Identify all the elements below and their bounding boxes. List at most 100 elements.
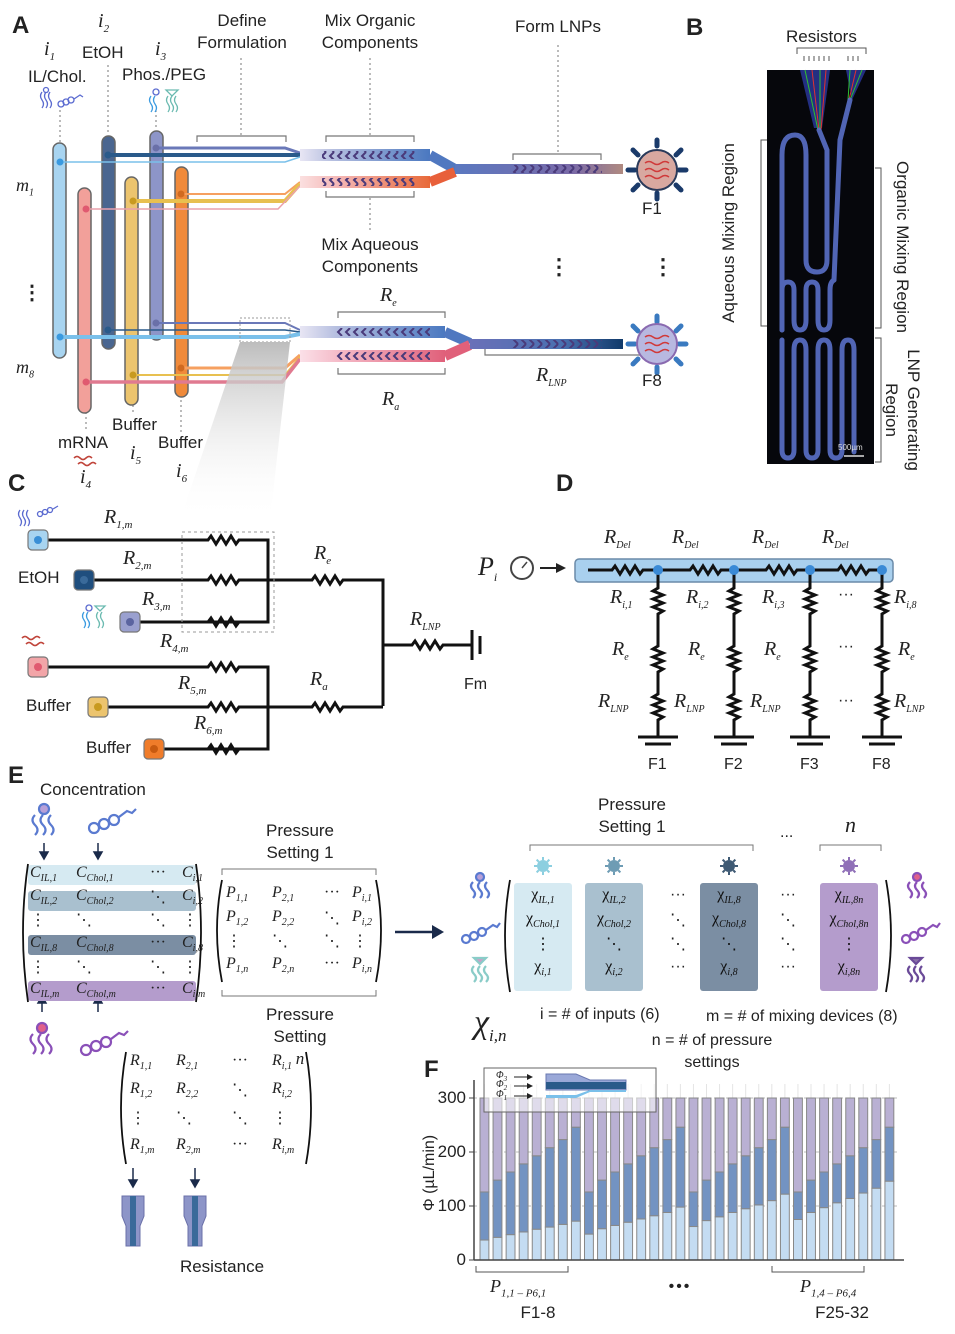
bar-Φ1-F13: [636, 1218, 647, 1261]
label-rdel: RDel: [752, 526, 779, 551]
label-re-d: Re: [764, 638, 781, 663]
label-r5m: R5,m: [178, 672, 207, 697]
pressure-matrix-cell: P1,1: [226, 884, 249, 905]
bar-Φ1-F10: [597, 1228, 607, 1261]
stage-label-form: Form LNPs: [515, 17, 601, 36]
output-label-f8: F8: [872, 756, 891, 773]
definition-n: n = # of pressure settings: [651, 1032, 773, 1071]
bar-Φ2-F14: [649, 1147, 660, 1217]
conc-matrix-cell: CChol,m: [76, 980, 116, 1001]
bar-Φ3-F32: [884, 1097, 895, 1128]
bar-Φ1-F4: [518, 1231, 529, 1261]
chi-column: [585, 883, 643, 991]
input-index-i3: i3: [155, 38, 167, 63]
il-chol-molecule-icon: [39, 86, 84, 109]
chi-column: [820, 883, 878, 991]
bar-Φ1-F8: [570, 1220, 581, 1261]
input-index-i1: i1: [44, 38, 56, 63]
bar-Φ1-F2: [492, 1236, 503, 1261]
input-index-i2: i2: [98, 10, 110, 35]
input-name-il-chol: IL/Chol.: [28, 67, 87, 86]
y-tick-label: 200: [437, 1142, 466, 1161]
ellipsis-d: ···: [838, 638, 854, 655]
label-rlnp: RLNP: [536, 364, 567, 389]
bar-Φ2-F27: [819, 1171, 830, 1209]
bar-Φ3-F20: [727, 1097, 738, 1165]
resistance-matrix-cell: Ri,1: [272, 1052, 293, 1073]
reservoir-phos-peg: [149, 130, 164, 341]
zoom-region-box: [239, 317, 291, 343]
bar-Φ2-F19: [714, 1171, 725, 1218]
bar-Φ3-F15: [662, 1097, 673, 1141]
bar-Φ1-F1: [479, 1239, 490, 1261]
bar-Φ1-F26: [806, 1211, 816, 1261]
conc-matrix-cell: CIL,2: [30, 887, 58, 908]
row-ellipsis: ⋮: [22, 282, 42, 304]
bar-Φ3-F30: [858, 1097, 869, 1149]
conc-matrix-cell: ⋮: [182, 958, 198, 976]
nanoparticle-icon: [843, 860, 855, 872]
pressure-gauge-icon: [510, 556, 534, 580]
bar-Φ2-F24: [779, 1126, 790, 1195]
bar-Φ1-F29: [845, 1197, 856, 1261]
definition-m: m = # of mixing devices (8): [706, 1008, 898, 1025]
label-rdel: RDel: [822, 526, 849, 551]
bar-Φ1-F6: [544, 1226, 555, 1261]
bar-Φ1-F3: [505, 1234, 516, 1261]
label-ri: Ri,2: [686, 586, 709, 611]
reservoir-buffer-1: [124, 176, 139, 406]
bar-Φ1-F11: [610, 1224, 621, 1261]
conc-matrix-cell: CChol,2: [76, 887, 114, 908]
pressure-matrix-cell: ⋱: [324, 933, 340, 950]
chi-ellipsis: ···: [780, 886, 796, 903]
pressure-matrix-cell: ···: [324, 954, 340, 972]
bar-Φ2-F8: [570, 1126, 581, 1222]
resistance-matrix-cell: Ri,m: [272, 1136, 295, 1157]
bar-Φ1-F16: [675, 1206, 686, 1261]
output-label-f8: F8: [642, 371, 662, 390]
bar-Φ2-F23: [766, 1139, 777, 1202]
conc-matrix-cell: ⋮: [182, 912, 198, 930]
pressure-matrix-cell: Pi,n: [352, 954, 373, 975]
bar-Φ3-F16: [675, 1097, 686, 1128]
resistance-matrix-cell: ⋮: [272, 1110, 288, 1127]
label-r2m: R2,m: [123, 547, 152, 572]
stage-label-organic: Mix Organic Components: [321, 11, 419, 52]
bar-Φ2-F31: [871, 1139, 882, 1189]
pressure-matrix-cell: P2,n: [272, 954, 295, 975]
conc-matrix-cell: ⋱: [150, 912, 166, 930]
chi-header-dots: ...: [780, 824, 794, 841]
bar-Φ1-F17: [688, 1226, 699, 1261]
chi-ellipsis: ···: [670, 958, 686, 975]
bar-Φ2-F26: [806, 1179, 816, 1213]
bar-Φ1-F14: [649, 1215, 660, 1261]
chi-pressure-setting-1-label: Pressure Setting 1: [597, 795, 667, 836]
pressure-matrix-cell: Pi,1: [352, 884, 373, 905]
chi-matrix-cell: χIL,1: [531, 886, 555, 907]
conc-matrix-cell: Ci,m: [182, 980, 206, 1001]
pressure-setting-1-label: Pressure Setting 1: [265, 821, 335, 862]
conc-matrix-cell: Ci,1: [182, 864, 203, 885]
chart-legend: [483, 1067, 657, 1113]
bar-Φ3-F19: [714, 1097, 725, 1173]
chi-matrix-cell: χChol,1: [525, 910, 561, 931]
input-reservoirs: [52, 130, 189, 414]
molecule-icons-c: [17, 505, 107, 647]
resistance-matrix-cell: R1,1: [130, 1052, 153, 1073]
label-r3m: R3,m: [142, 588, 171, 613]
bar-Φ2-F25: [793, 1191, 803, 1220]
input-name-mrna: mRNA: [58, 433, 109, 452]
bar-Φ3-F28: [832, 1097, 843, 1165]
panel-a-label: A: [12, 12, 30, 39]
resistance-matrix-cell: ···: [232, 1136, 248, 1153]
channels-m1: [60, 146, 623, 210]
channel-nodes-m1: [56, 144, 185, 213]
bar-Φ3-F31: [871, 1097, 882, 1141]
bar-Φ2-F10: [597, 1179, 607, 1230]
mrna-molecule-icon: [73, 455, 97, 467]
chi-symbol: χi,n: [474, 1004, 507, 1045]
nanoparticle-icon: [723, 860, 735, 872]
input-name-etoh: EtOH: [82, 43, 124, 62]
